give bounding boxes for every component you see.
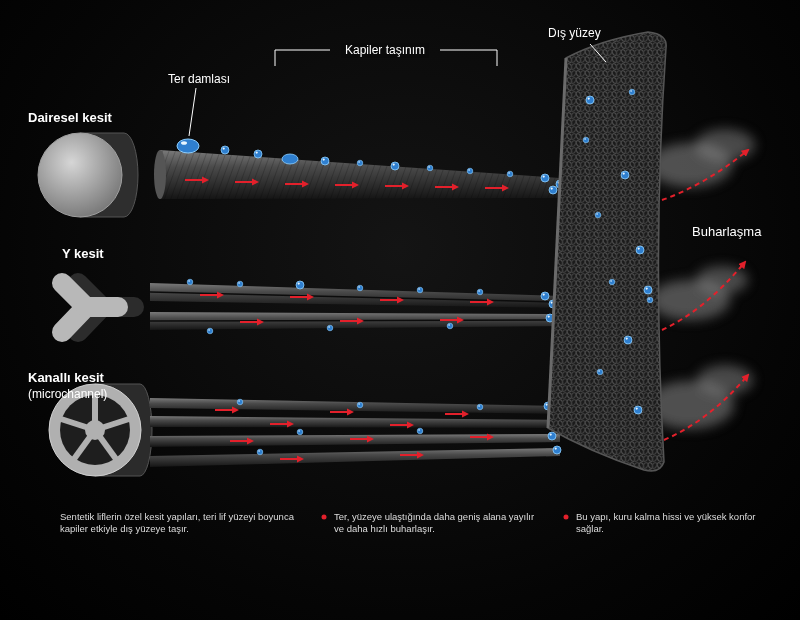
droplet-highlight (181, 141, 187, 145)
capillary-arrows (185, 177, 509, 463)
fiber-texture (160, 150, 560, 199)
section-title: Dairesel kesit (28, 110, 112, 126)
fiber-groove (150, 292, 560, 302)
steam-clouds (646, 129, 755, 429)
fiber-end (154, 150, 166, 199)
leader-line (189, 88, 196, 136)
large-droplet (177, 139, 199, 153)
fiber-rod (160, 150, 560, 199)
process-label: Buharlaşma (692, 224, 761, 240)
note-bullet (322, 515, 327, 520)
round-fiber (154, 150, 560, 199)
y-fibers (150, 283, 560, 330)
disk-face (38, 133, 122, 217)
fabric-panel (548, 32, 666, 471)
evaporation-arrow (664, 375, 748, 440)
note-text: Ter, yüzeye ulaştığında daha geniş alana… (334, 511, 539, 535)
fiber-rod (150, 398, 560, 414)
fiber-rod (150, 434, 560, 447)
fiber-rod (150, 448, 560, 467)
bracket-line (275, 50, 330, 66)
section-subtitle: (microchannel) (28, 387, 107, 402)
y-shape-side (78, 283, 134, 332)
y-cross-section (62, 283, 134, 332)
evaporation-arrows (662, 150, 748, 440)
note-text: Bu yapı, kuru kalma hissi ve yüksek konf… (576, 511, 761, 535)
note-text: Sentetik liflerin özel kesit yapıları, t… (60, 511, 300, 535)
fiber-rod (150, 416, 560, 428)
fiber-rod (150, 283, 560, 308)
note-bullet (564, 515, 569, 520)
bracket-label: Kapiler taşınım (341, 43, 429, 58)
channel-walls (61, 394, 129, 459)
callout-label: Ter damlası (168, 72, 230, 87)
channel-hollow (60, 395, 130, 465)
leader-line (590, 44, 606, 62)
callout-label: Dış yüzey (548, 26, 601, 41)
evaporation-arrow (662, 262, 745, 330)
fabric-surface (548, 32, 666, 471)
fiber-rod (150, 312, 560, 330)
channel-hub (85, 420, 105, 440)
fabric-edge (548, 58, 566, 428)
section-title: Kanallı kesit (28, 370, 104, 386)
channel-fibers (150, 398, 560, 467)
fiber-droplets (177, 139, 564, 455)
leader-lines (189, 44, 606, 136)
round-cross-section (38, 133, 138, 217)
bracket-line (440, 50, 497, 66)
y-shape-face (62, 283, 118, 332)
sweat-droplet (282, 154, 298, 164)
evaporation-arrow (662, 150, 748, 200)
section-title: Y kesit (62, 246, 104, 262)
